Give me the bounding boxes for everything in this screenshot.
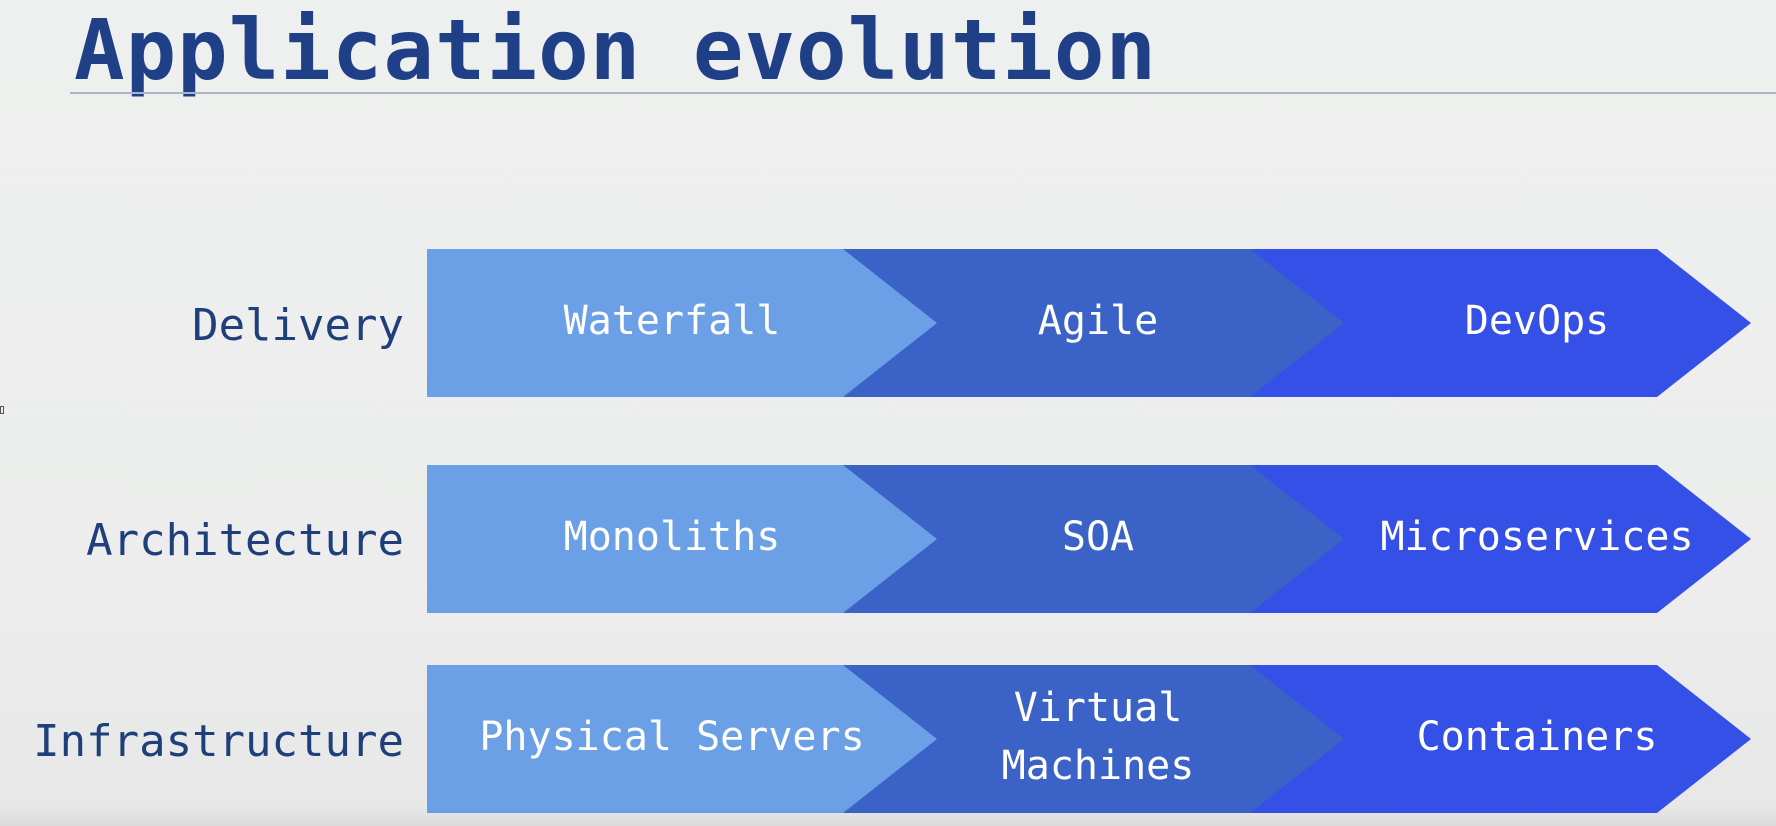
chevron-infrastructure-3 xyxy=(1250,665,1751,813)
stage-label-delivery-3: DevOps xyxy=(1465,298,1610,344)
title-divider xyxy=(70,92,1776,94)
chevron-delivery-2 xyxy=(843,249,1344,397)
stage-label-architecture-2: SOA xyxy=(1062,514,1134,560)
stage-label-architecture-1: Monoliths xyxy=(564,514,781,560)
stage-label-infrastructure-1: Physical Servers xyxy=(479,714,864,760)
chevron-architecture-1 xyxy=(427,465,937,613)
stage-label-delivery-1: Waterfall xyxy=(564,298,781,344)
row-label-architecture: Architecture xyxy=(86,515,404,566)
chevron-delivery-3 xyxy=(1250,249,1751,397)
chevron-architecture-3 xyxy=(1250,465,1751,613)
chevron-architecture-2 xyxy=(843,465,1344,613)
row-label-infrastructure: Infrastructure xyxy=(33,716,404,767)
row-label-delivery: Delivery xyxy=(192,300,404,351)
stage-label-delivery-2: Agile xyxy=(1038,298,1158,344)
stage-label-architecture-3: Microservices xyxy=(1380,514,1693,560)
stage-label-infrastructure-2: Machines xyxy=(1002,743,1195,789)
bottom-shadow xyxy=(0,808,1776,826)
chevron-infrastructure-2 xyxy=(843,665,1344,813)
stage-label-infrastructure-2: Virtual xyxy=(1014,685,1183,731)
stage-label-infrastructure-3: Containers xyxy=(1417,714,1658,760)
chevron-infrastructure-1 xyxy=(427,665,937,813)
chevron-delivery-1 xyxy=(427,249,937,397)
page-title: Application evolution xyxy=(74,1,1158,99)
edge-marker xyxy=(0,406,4,414)
